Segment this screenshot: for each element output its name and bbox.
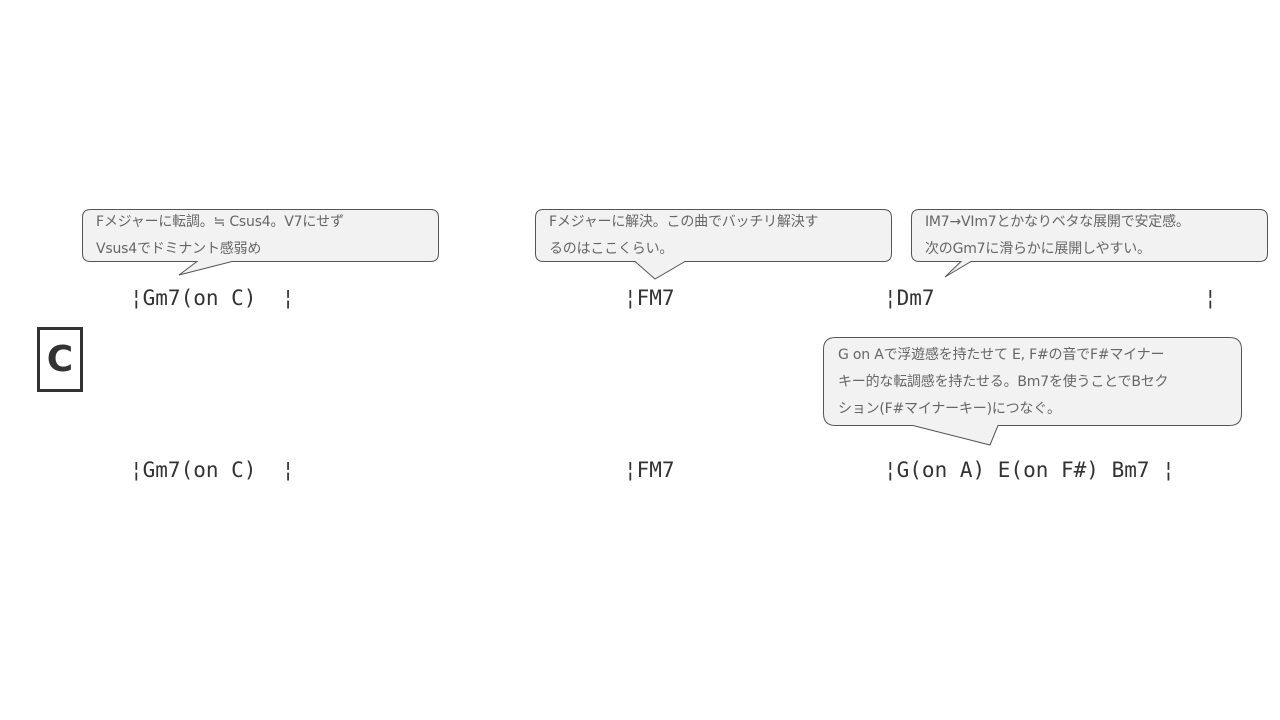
callout-im7-vim7: IM7→VIm7とかなりベタな展開で安定感。 次のGm7に滑らかに展開しやすい。 xyxy=(911,209,1268,279)
callout-line: Fメジャーに解決。この曲でバッチリ解決す xyxy=(549,214,819,230)
callout-line: IM7→VIm7とかなりベタな展開で安定感。 xyxy=(925,214,1190,230)
callout-line: G on Aで浮遊感を持たせて E, F#の音でF#マイナー xyxy=(838,347,1165,363)
chord-measure-fm7: ¦FM7 xyxy=(624,286,675,310)
section-marker: C xyxy=(37,327,83,392)
callout-bubble xyxy=(911,209,1268,278)
chord-measure-gm7-on-c: ¦Gm7(on C) ¦ xyxy=(130,286,295,310)
callout-line: キー的な転調感を持たせる。Bm7を使うことでBセク xyxy=(838,374,1169,390)
chord-measure-dm7: ¦Dm7 xyxy=(884,286,935,310)
callout-f-major-resolution: Fメジャーに解決。この曲でバッチリ解決す るのはここくらい。 xyxy=(535,209,892,281)
callout-line: ション(F#マイナーキー)につなぐ。 xyxy=(838,401,1061,417)
callout-line: るのはここくらい。 xyxy=(549,241,674,257)
callout-bubble xyxy=(82,209,439,276)
chord-measure-gm7-on-c: ¦Gm7(on C) ¦ xyxy=(130,458,295,482)
callout-f-major-modulation: Fメジャーに転調。≒ Csus4。V7にせず Vsus4でドミナント感弱め xyxy=(82,209,439,277)
chord-measure-fm7: ¦FM7 xyxy=(624,458,675,482)
callout-bubble xyxy=(823,337,1242,446)
callout-line: 次のGm7に滑らかに展開しやすい。 xyxy=(925,241,1151,257)
chord-measure-g-on-a-bm7: ¦G(on A) E(on F#) Bm7 ¦ xyxy=(884,458,1175,482)
callout-line: Fメジャーに転調。≒ Csus4。V7にせず xyxy=(96,214,344,230)
callout-bubble xyxy=(535,209,892,280)
callout-line: Vsus4でドミナント感弱め xyxy=(96,241,262,257)
chord-bar-line: ¦ xyxy=(1204,286,1217,310)
callout-g-on-a: G on Aで浮遊感を持たせて E, F#の音でF#マイナー キー的な転調感を持… xyxy=(823,337,1243,449)
